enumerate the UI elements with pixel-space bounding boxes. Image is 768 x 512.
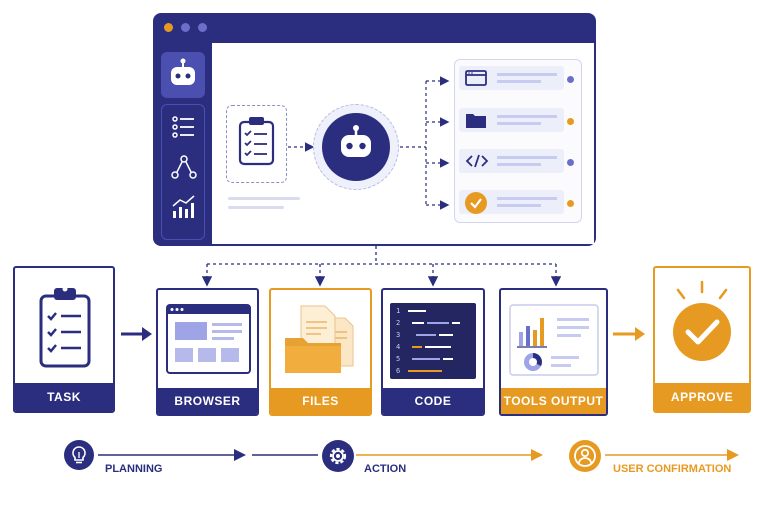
- browser-card[interactable]: BROWSER: [156, 288, 259, 416]
- lightbulb-icon: [72, 446, 86, 464]
- approve-check-icon: [673, 280, 731, 361]
- robot-icon: [171, 58, 195, 85]
- action-step-icon[interactable]: [322, 440, 354, 472]
- files-card[interactable]: FILES: [269, 288, 372, 416]
- robot-icon: [341, 125, 371, 157]
- action-label: ACTION: [364, 463, 407, 475]
- line-number: 5: [396, 355, 401, 363]
- user-confirmation-label: USER CONFIRMATION: [613, 463, 732, 475]
- folder-files-icon: [285, 305, 354, 373]
- window-dot-navy[interactable]: [181, 23, 190, 32]
- folder-icon: [466, 114, 486, 128]
- status-dot: [567, 118, 574, 125]
- approve-label: APPROVE: [655, 383, 749, 411]
- code-editor[interactable]: 1 2 3 4 5 6: [390, 303, 476, 379]
- clipboard-icon: [39, 286, 91, 368]
- line-number: 6: [396, 367, 401, 375]
- check-icon: [465, 192, 487, 214]
- line-number: 1: [396, 307, 401, 315]
- planning-step-icon[interactable]: [64, 440, 94, 470]
- canvas-connectors: [288, 76, 450, 210]
- gear-icon: [329, 447, 347, 465]
- agent-robot[interactable]: [322, 113, 390, 181]
- network-icon[interactable]: [171, 154, 197, 180]
- placeholder-line: [228, 197, 300, 200]
- browser-window-icon: [166, 304, 251, 374]
- placeholder-line: [228, 206, 284, 209]
- tools-output-card[interactable]: TOOLS OUTPUT: [499, 288, 608, 416]
- code-icon: [465, 154, 489, 168]
- sidebar-panel: [161, 104, 205, 240]
- output-item-done[interactable]: [459, 190, 564, 214]
- status-dot: [567, 76, 574, 83]
- tools-output-icon: [509, 304, 599, 376]
- task-card[interactable]: TASK: [13, 266, 115, 413]
- code-card[interactable]: 1 2 3 4 5 6 CODE: [381, 288, 485, 416]
- line-number: 3: [396, 331, 401, 339]
- line-number: 4: [396, 343, 401, 351]
- status-dot: [567, 159, 574, 166]
- browser-icon: [465, 70, 487, 86]
- approve-card[interactable]: APPROVE: [653, 266, 751, 413]
- status-dot: [567, 200, 574, 207]
- list-icon[interactable]: [171, 114, 197, 140]
- tools-output-label: TOOLS OUTPUT: [501, 388, 606, 414]
- browser-label: BROWSER: [158, 388, 257, 414]
- window-dot-orange[interactable]: [164, 23, 173, 32]
- files-label: FILES: [271, 388, 370, 414]
- task-clipboard-box[interactable]: [226, 105, 287, 183]
- clipboard-icon: [238, 117, 275, 166]
- planning-label: PLANNING: [105, 463, 163, 475]
- line-number: 2: [396, 319, 401, 327]
- output-item-files[interactable]: [459, 108, 564, 132]
- code-lines: [408, 310, 460, 372]
- code-label: CODE: [383, 388, 483, 414]
- window-dot-navy[interactable]: [198, 23, 207, 32]
- task-label: TASK: [15, 383, 113, 411]
- chart-icon[interactable]: [171, 194, 197, 220]
- user-confirmation-step-icon[interactable]: [569, 440, 601, 472]
- sidebar-item-robot[interactable]: [161, 52, 205, 98]
- sidebar: [159, 50, 207, 240]
- output-item-code[interactable]: [459, 149, 564, 173]
- user-icon: [574, 445, 596, 467]
- output-item-browser[interactable]: [459, 66, 564, 90]
